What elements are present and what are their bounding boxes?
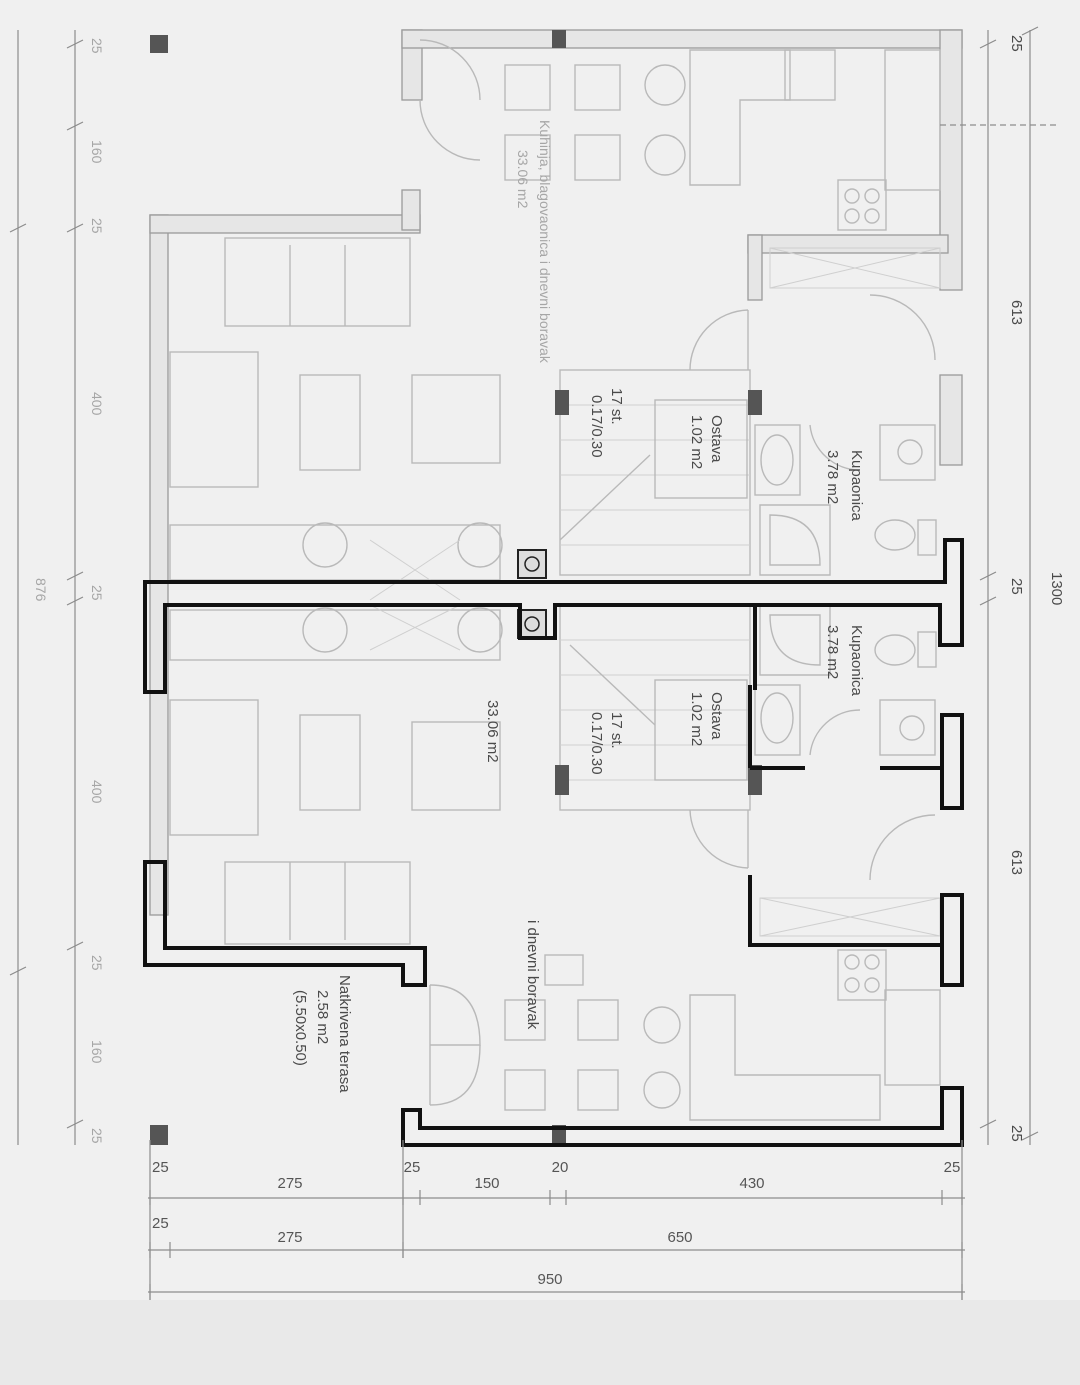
room-labels: Kupaonica 3.78 m2 Kupaonica 3.78 m2 Osta… xyxy=(292,120,865,1093)
dim-right-0: 25 xyxy=(1008,35,1025,52)
bathroom-lower-name: Kupaonica xyxy=(848,625,865,697)
storage-lower-area: 1.02 m2 xyxy=(688,692,705,746)
dim-bottom1-1: 275 xyxy=(277,1175,302,1192)
terrace-size: (5.50x0.50) xyxy=(292,990,309,1066)
dim-left-2: 25 xyxy=(89,218,105,234)
faint-furniture xyxy=(169,39,941,1121)
bathroom-upper-area: 3.78 m2 xyxy=(824,450,841,504)
stairs-upper-spec: 0.17/0.30 xyxy=(588,395,605,458)
dim-bottom1-4: 20 xyxy=(552,1159,569,1176)
bathroom-lower-area: 3.78 m2 xyxy=(824,625,841,679)
bathroom-upper-name: Kupaonica xyxy=(848,450,865,522)
dim-left-8: 25 xyxy=(89,1128,105,1144)
storage-upper-area: 1.02 m2 xyxy=(688,415,705,469)
stairs-lower-spec: 0.17/0.30 xyxy=(588,712,605,775)
dim-bottom1-3: 150 xyxy=(474,1175,499,1192)
faint-walls xyxy=(149,29,963,916)
living-lower-area: 33.06 m2 xyxy=(484,700,501,763)
dim-right-2: 25 xyxy=(1008,578,1025,595)
dim-bottom1-5: 430 xyxy=(739,1175,764,1192)
living-upper-area: 33.06 m2 xyxy=(515,150,531,209)
living-upper-name: Kuhinja, blagovaonica i dnevni boravak xyxy=(537,120,553,364)
dim-left-5: 400 xyxy=(89,780,105,804)
dim-bottom1-6: 25 xyxy=(944,1159,961,1176)
dim-left-1: 160 xyxy=(89,140,105,164)
dimension-labels: 25 613 25 613 25 1300 25 160 25 400 25 4… xyxy=(33,35,1065,1288)
storage-upper-name: Ostava xyxy=(708,415,725,463)
dim-left-7: 160 xyxy=(89,1040,105,1064)
dim-left-total: 876 xyxy=(33,578,49,602)
terrace-name: Natkrivena terasa xyxy=(336,975,353,1093)
dim-right-3: 613 xyxy=(1008,850,1025,875)
dim-left-0: 25 xyxy=(89,38,105,54)
dim-left-4: 25 xyxy=(89,585,105,601)
storage-lower-name: Ostava xyxy=(708,692,725,740)
stairs-lower-steps: 17 st. xyxy=(608,712,625,749)
living-lower-name: i dnevni boravak xyxy=(524,920,541,1030)
dim-bottom1-0: 25 xyxy=(152,1159,169,1176)
dim-right-total: 1300 xyxy=(1048,572,1065,605)
dim-right-4: 25 xyxy=(1008,1125,1025,1142)
dim-bottom1-2: 25 xyxy=(404,1159,421,1176)
dim-bottom-total: 950 xyxy=(537,1271,562,1288)
dimension-lines xyxy=(9,26,1060,1300)
highlighted-unit-walls xyxy=(143,538,964,1147)
stairs-upper-steps: 17 st. xyxy=(608,388,625,425)
dim-bottom2-0: 25 xyxy=(152,1215,169,1232)
dim-left-3: 400 xyxy=(89,392,105,416)
terrace-area: 2.58 m2 xyxy=(314,990,331,1044)
dim-bottom2-2: 650 xyxy=(667,1229,692,1246)
dim-right-1: 613 xyxy=(1008,300,1025,325)
dim-bottom2-1: 275 xyxy=(277,1229,302,1246)
dim-left-6: 25 xyxy=(89,955,105,971)
